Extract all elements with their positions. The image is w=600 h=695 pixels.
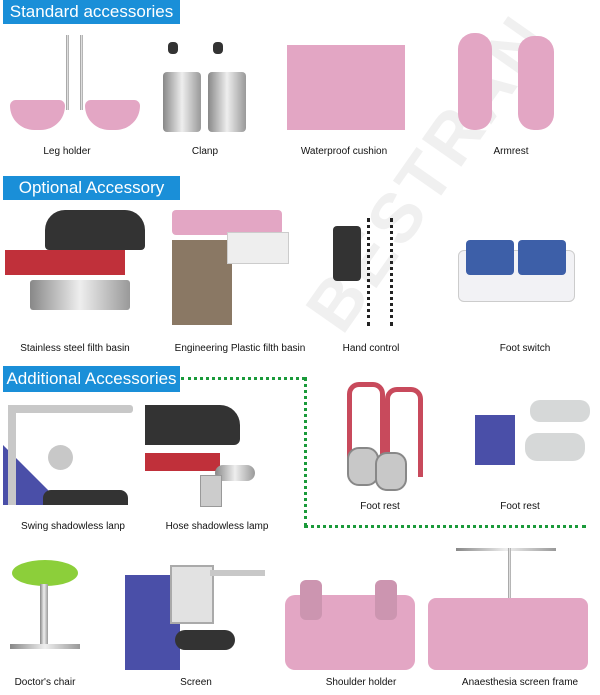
label-swing-lamp: Swing shadowless lanp bbox=[21, 521, 125, 532]
armrest-image bbox=[458, 33, 558, 133]
foot-rest-red-image bbox=[345, 382, 425, 491]
doctors-chair-image bbox=[10, 560, 80, 670]
dotted-border-left bbox=[304, 377, 307, 527]
hand-control-image bbox=[333, 218, 403, 328]
label-stainless-basin: Stainless steel filth basin bbox=[20, 343, 130, 354]
label-leg-holder: Leg holder bbox=[43, 146, 91, 157]
clamp-image bbox=[158, 42, 258, 137]
label-hose-lamp: Hose shadowless lamp bbox=[165, 521, 269, 532]
leg-holder-image bbox=[8, 35, 140, 135]
label-anaesthesia-frame: Anaesthesia screen frame bbox=[461, 677, 579, 688]
label-foot-rest-2: Foot rest bbox=[500, 501, 540, 512]
foot-rest-grey-image bbox=[475, 395, 593, 475]
swing-lamp-image bbox=[3, 405, 133, 505]
label-waterproof-cushion: Waterproof cushion bbox=[300, 146, 388, 157]
section-header-standard: Standard accessories bbox=[3, 0, 180, 24]
label-doctors-chair: Doctor's chair bbox=[14, 677, 76, 688]
label-screen: Screen bbox=[180, 677, 212, 688]
plastic-basin-image bbox=[172, 210, 297, 325]
dotted-border-top bbox=[181, 377, 305, 380]
shoulder-holder-image bbox=[285, 575, 415, 670]
label-plastic-basin: Engineering Plastic filth basin bbox=[174, 343, 306, 354]
dotted-border-bottom bbox=[304, 525, 586, 528]
screen-image bbox=[125, 565, 270, 670]
foot-switch-image bbox=[458, 240, 575, 302]
label-shoulder-holder: Shoulder holder bbox=[325, 677, 397, 688]
anaesthesia-frame-image bbox=[428, 548, 588, 670]
label-foot-switch: Foot switch bbox=[499, 343, 551, 354]
label-armrest: Armrest bbox=[493, 146, 529, 157]
section-header-optional: Optional Accessory bbox=[3, 176, 180, 200]
stainless-basin-image bbox=[5, 210, 150, 325]
label-foot-rest-1: Foot rest bbox=[360, 501, 400, 512]
label-clamp: Clanp bbox=[191, 146, 219, 157]
section-header-additional: Additional Accessories bbox=[3, 366, 180, 392]
waterproof-cushion-image bbox=[287, 45, 405, 130]
hose-lamp-image bbox=[145, 405, 295, 507]
label-hand-control: Hand control bbox=[342, 343, 400, 354]
